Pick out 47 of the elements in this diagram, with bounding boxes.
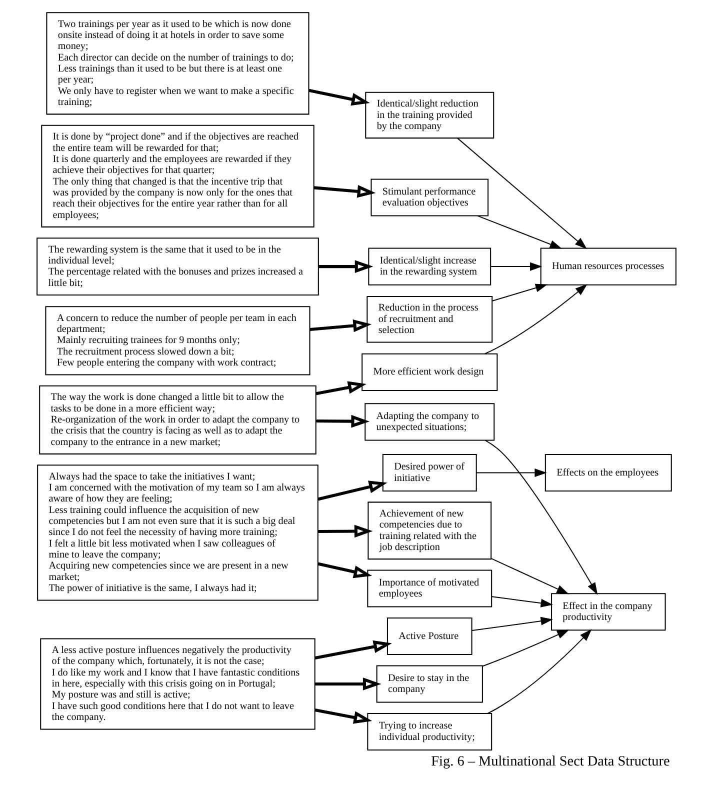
arrow xyxy=(316,414,370,428)
node-box: Effect in the company productivity xyxy=(550,593,666,631)
node-box: A less active posture influences negatively the productivity of the company which, fortunately, it is not the case; I do like my work and I know that I have fantastic conditions in here, especially with this crisis going on in Portugal; My posture was and still is active; I have such good conditions here that I do not want to leave the company. xyxy=(40,638,315,730)
node-box: Active Posture xyxy=(386,617,472,656)
arrow xyxy=(456,138,587,250)
arrow xyxy=(308,88,370,106)
arrow xyxy=(476,215,562,249)
node-box: The rewarding system is the same that it used to be in the individual level; The percentage related with the bonuses and prizes increased a little bit; xyxy=(36,238,318,296)
arrow xyxy=(317,480,387,501)
node-box: A concern to reduce the number of people per team in each department; Mainly recruiting trainees for 9 months only; The recruitment process slowed down a bit; Few people entering the company with work contract; xyxy=(44,306,310,376)
node-box: Reduction in the process of recruitment and selection xyxy=(366,296,492,343)
arrow xyxy=(484,284,587,354)
arrow xyxy=(490,558,568,594)
arrow xyxy=(490,262,542,271)
arrow xyxy=(315,381,366,396)
node-box: Always had the space to take the initiatives I want; I am concerned with the motivation of my team so I am always aware of how they are feeling; Less training could influence the acquisition of new competencies but I am not even sure that it is such a big deal since I do not feel the necessity of having more training; I felt a little bit less motivated when I saw colleagues of mine to leave the company; Acquiring new competencies since we are present in a new market; The power of initiative is the same, I always had it; xyxy=(36,464,318,601)
node-box: Trying to increase individual productivity; xyxy=(366,712,492,751)
node-box: Importance of motivated employees xyxy=(366,570,492,608)
arrow xyxy=(484,440,598,595)
arrow xyxy=(313,185,376,198)
arrow xyxy=(317,524,372,538)
arrow xyxy=(314,678,381,690)
node-box: Effects on the employees xyxy=(544,454,672,492)
arrow xyxy=(318,260,373,273)
node-box: Adapting the company to unexpected situations; xyxy=(364,403,494,441)
node-box: Two trainings per year as it used to be which is now done onsite instead of doing it at hotels in order to save some money; Each director can decide on the number of trainings to do; Less trainings than it used to be but there is at least one per year; We only have to register when we want to make a specific training; xyxy=(46,12,309,115)
arrow xyxy=(317,562,372,578)
arrow xyxy=(309,319,372,332)
node-box: Desired power of initiative xyxy=(382,454,476,492)
arrow xyxy=(472,616,552,632)
node-box: Identical/slight reduction in the training provided by the company xyxy=(364,92,494,139)
arrow xyxy=(476,468,546,477)
caption: Fig. 6 – Multinational Sect Data Structure xyxy=(430,753,670,770)
arrow xyxy=(314,708,372,724)
arrow xyxy=(482,630,569,667)
arrow xyxy=(492,284,548,302)
node-box: Human resources processes xyxy=(540,248,676,286)
arrow xyxy=(486,629,592,714)
node-box: More efficient work design xyxy=(361,353,498,391)
node-box: The way the work is done changed a little bit to allow the tasks to be done in a more efficient way; Re-organization of the work in order to adapt the company to the crisis that the country is facing as well as to adapt the company to the entrance in a new market; xyxy=(38,385,316,454)
node-box: Desire to stay in the company xyxy=(376,665,482,703)
node-box: Identical/slight increase in the rewarding system xyxy=(368,248,491,286)
arrow xyxy=(491,596,553,608)
arrow xyxy=(314,640,392,660)
node-box: Achievement of new competencies due to training related with the job description xyxy=(367,502,492,560)
node-box: Stimulant performance evaluation objectives xyxy=(370,178,488,216)
node-box: It is done by “project done” and if the objectives are reached the entire team will be rewarded for that; It is done quarterly and the employees are rewarded if they achieve their objectives for that quarter; The only thing that changed is that the incentive trip that was provided by the company is now only for the ones that reach their objectives for the entire year rather than for all employees; xyxy=(40,124,314,228)
